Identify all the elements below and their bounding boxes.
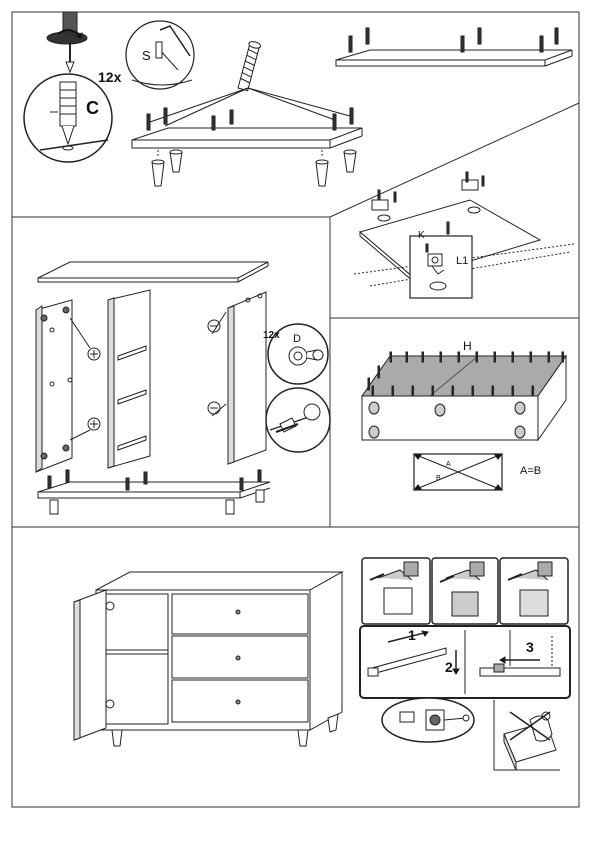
step-number-3: 3 <box>526 639 534 655</box>
cabinet-door <box>73 589 115 741</box>
back-panel-nails <box>367 351 564 397</box>
cam-lock-icons <box>87 319 221 431</box>
top-board-dowels <box>348 27 559 53</box>
step3-panel: K L1 <box>353 171 575 299</box>
base-board <box>131 127 363 149</box>
cam-fitting-icon <box>288 346 324 366</box>
hatched-surface <box>353 243 575 275</box>
top-panel <box>37 261 269 283</box>
latch-detail <box>381 697 475 743</box>
bottom-dowels <box>47 469 262 491</box>
screwdriver-icon <box>46 11 88 74</box>
cabinet-body <box>95 571 344 731</box>
detail-circle-s <box>125 20 195 90</box>
step6-panel: 1 2 3 <box>73 557 571 771</box>
cam-insert-icon <box>269 403 321 433</box>
step5-panel: H A B A=B <box>361 339 567 491</box>
part-label-k: K <box>418 230 425 241</box>
hinge-plates <box>371 179 481 222</box>
cam-bolt-icon <box>59 81 77 151</box>
step-number-1: 1 <box>408 627 416 643</box>
part-label-s: S <box>142 48 151 63</box>
hinge-adjust-frame-3 <box>499 557 569 625</box>
bottom-base <box>37 481 271 515</box>
back-panel-box <box>361 354 567 442</box>
left-side-panel <box>35 299 73 473</box>
step1-panel: 12x C S <box>23 11 573 187</box>
drawer-runner-frame <box>359 625 571 699</box>
diagonal-check-rect <box>413 453 503 491</box>
hinge-screws <box>377 171 485 235</box>
allen-key-icon <box>155 25 191 71</box>
detail-circle-c <box>23 73 113 163</box>
hinge-detail-icon <box>425 243 447 291</box>
step-number-2: 2 <box>445 659 453 675</box>
hinge-adjust-frame-2 <box>431 557 499 625</box>
diagonal-label-a: A <box>446 461 451 468</box>
base-dowels <box>146 107 354 131</box>
equality-label: A=B <box>520 465 541 477</box>
top-board-small <box>335 49 573 67</box>
diagonal-label-b: B <box>436 475 441 482</box>
box-legs <box>368 401 526 439</box>
part-label-l1: L1 <box>456 255 468 267</box>
part-label-c: C <box>86 98 99 118</box>
middle-divider-panel <box>107 289 151 469</box>
qty-label-12x-d: 12x <box>263 330 280 341</box>
hand-pushing-drawer <box>493 700 560 771</box>
hinge-adjust-frame-1 <box>361 557 431 625</box>
cabinet-legs <box>111 713 339 747</box>
dowel-screw-icon <box>237 41 262 92</box>
right-side-panel <box>227 291 267 465</box>
part-label-d: D <box>293 333 301 345</box>
part-label-h: H <box>463 339 472 353</box>
step2-panel: 12x D <box>35 261 331 515</box>
detail-circle-d <box>267 323 329 385</box>
panel-frames <box>11 11 580 808</box>
detail-circle-cam <box>265 387 331 453</box>
furniture-legs <box>151 149 357 187</box>
qty-label-12x: 12x <box>98 69 122 85</box>
